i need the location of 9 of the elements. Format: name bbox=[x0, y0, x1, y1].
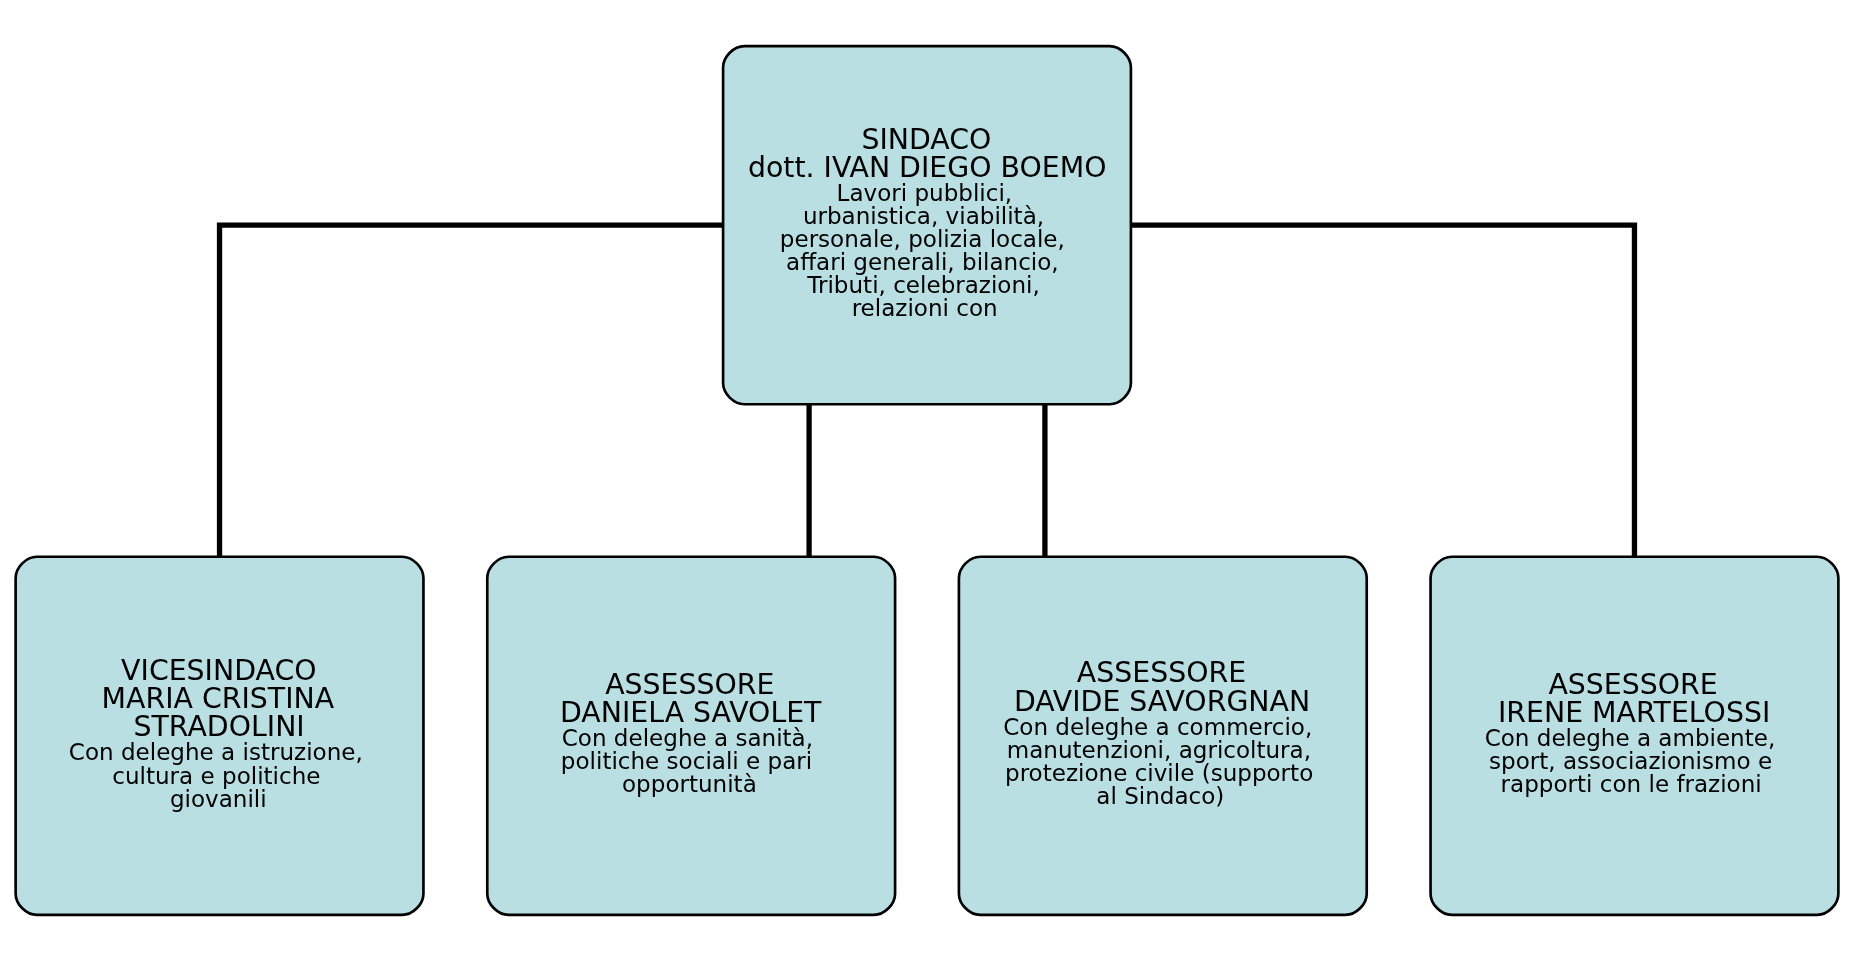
node-box: ASSESSORE DANIELA SAVOLET Con deleghe a sanità, politiche sociali e pari opportunità bbox=[485, 554, 897, 916]
connector bbox=[216, 222, 723, 556]
node-box: VICESINDACO MARIA CRISTINA STRADOLINI Con deleghe a istruzione, cultura e politiche giovanili bbox=[14, 554, 425, 916]
connector bbox=[806, 404, 812, 556]
connector bbox=[1042, 404, 1048, 556]
node-box: ASSESSORE IRENE MARTELOSSI Con deleghe a ambiente, sport, associazionismo e rapporti con le frazioni bbox=[1429, 554, 1840, 916]
connector bbox=[1131, 222, 1638, 556]
node-box: ASSESSORE DAVIDE SAVORGNAN Con deleghe a commercio, manutenzioni, agricoltura, protezione civile (supporto al Sindaco) bbox=[957, 554, 1369, 916]
node-box: SINDACO dott. IVAN DIEGO BOEMO Lavori pubblici, urbanistica, viabilità, personale, polizia locale, affari generali, bilancio, Tributi, celebrazioni, relazioni con bbox=[721, 44, 1133, 406]
